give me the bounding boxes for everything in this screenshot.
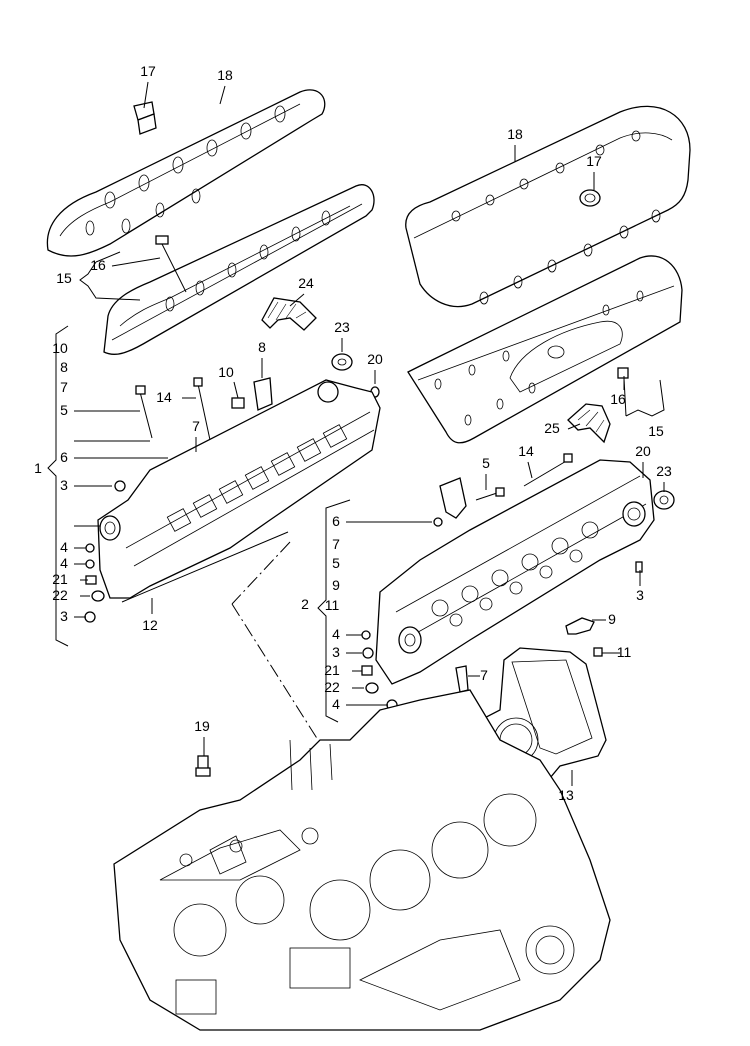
bracket-group-15-right (625, 379, 665, 417)
bracket-group-1 (47, 325, 69, 647)
callout-c-24: 24 (298, 275, 314, 291)
callout-c-7a: 7 (60, 379, 68, 395)
seal-23-left (331, 353, 353, 371)
stud-14-right (523, 459, 569, 487)
seal-23-right (653, 490, 675, 510)
callout-c-9a: 9 (332, 577, 340, 593)
callout-c-22a: 22 (52, 587, 68, 603)
callout-c-20a: 20 (367, 351, 383, 367)
callout-c-5b: 5 (482, 455, 490, 471)
callout-c-18b: 18 (507, 126, 523, 142)
callout-c-4d: 4 (332, 696, 340, 712)
callout-c-5c: 5 (332, 555, 340, 571)
leader-c-14b (527, 461, 533, 479)
callout-c-7c: 7 (332, 536, 340, 552)
callout-c-3d: 3 (332, 644, 340, 660)
engine-block (113, 689, 611, 1031)
callout-c-13: 13 (558, 787, 574, 803)
callout-c-1: 1 (34, 460, 42, 476)
callout-c-21a: 21 (52, 571, 68, 587)
callout-c-16a: 16 (90, 257, 106, 273)
leader-lines (74, 81, 665, 786)
gasket-24 (261, 297, 317, 331)
callout-c-10a: 10 (52, 340, 68, 356)
bracket-8-left (231, 377, 273, 411)
callout-c-4a: 4 (60, 539, 68, 555)
callout-c-3c: 3 (636, 587, 644, 603)
gasket-12 (121, 531, 289, 603)
callout-c-20b: 20 (635, 443, 651, 459)
callout-c-15a: 15 (56, 270, 72, 286)
right-cylinder-head-cover (407, 255, 683, 444)
callout-c-16b: 16 (610, 391, 626, 407)
bracket-group-2 (317, 499, 351, 723)
callout-c-2: 2 (301, 596, 309, 612)
callout-c-17a: 17 (140, 63, 156, 79)
bracket-right (439, 477, 505, 519)
callout-c-25: 25 (544, 420, 560, 436)
callout-c-10b: 10 (218, 364, 234, 380)
callout-c-8b: 8 (60, 359, 68, 375)
leader-c-25 (567, 423, 581, 430)
callout-c-21b: 21 (324, 662, 340, 678)
leader-c-18a (219, 85, 226, 105)
bracket-group-15-left (79, 261, 141, 301)
callout-c-3a: 3 (60, 477, 68, 493)
callout-c-6a: 6 (60, 449, 68, 465)
callout-c-22b: 22 (324, 679, 340, 695)
callout-c-4c: 4 (332, 626, 340, 642)
stud-14-left (197, 383, 211, 441)
callout-c-12: 12 (142, 617, 158, 633)
callout-c-9b: 9 (608, 611, 616, 627)
callout-c-11b: 11 (617, 644, 632, 660)
callout-c-18a: 18 (217, 67, 233, 83)
callout-c-7d: 7 (480, 667, 488, 683)
callout-c-15b: 15 (648, 423, 664, 439)
alignment-line (231, 603, 319, 741)
callout-c-8a: 8 (258, 339, 266, 355)
oil-filler-cap-left (133, 101, 157, 135)
callout-c-7b: 7 (192, 418, 200, 434)
callout-c-23b: 23 (656, 463, 672, 479)
leader-c-10b (233, 381, 239, 399)
leader-c-17a (143, 81, 149, 109)
left-cylinder-head-cover (103, 184, 375, 355)
callout-c-14b: 14 (518, 443, 534, 459)
cover-bolt-left (155, 235, 187, 293)
left-engine-cover (46, 89, 326, 257)
callout-c-23a: 23 (334, 319, 350, 335)
left-cylinder-head (97, 379, 381, 599)
cover-bolt-right (617, 367, 629, 379)
callout-c-3b: 3 (60, 608, 68, 624)
leader-c-24 (289, 293, 305, 307)
leader-c-16a (111, 257, 161, 267)
callout-c-11a: 11 (325, 597, 340, 613)
callout-c-14a: 14 (156, 389, 172, 405)
callout-c-6b: 6 (332, 513, 340, 529)
right-engine-cover (405, 105, 691, 308)
gasket-25 (567, 403, 611, 444)
bolt-5-left (139, 391, 153, 439)
callout-c-5a: 5 (60, 402, 68, 418)
right-cylinder-head (375, 459, 655, 685)
sensor-19 (195, 755, 211, 777)
callout-c-17b: 17 (586, 153, 602, 169)
callout-c-4b: 4 (60, 555, 68, 571)
callout-c-19: 19 (194, 718, 210, 734)
